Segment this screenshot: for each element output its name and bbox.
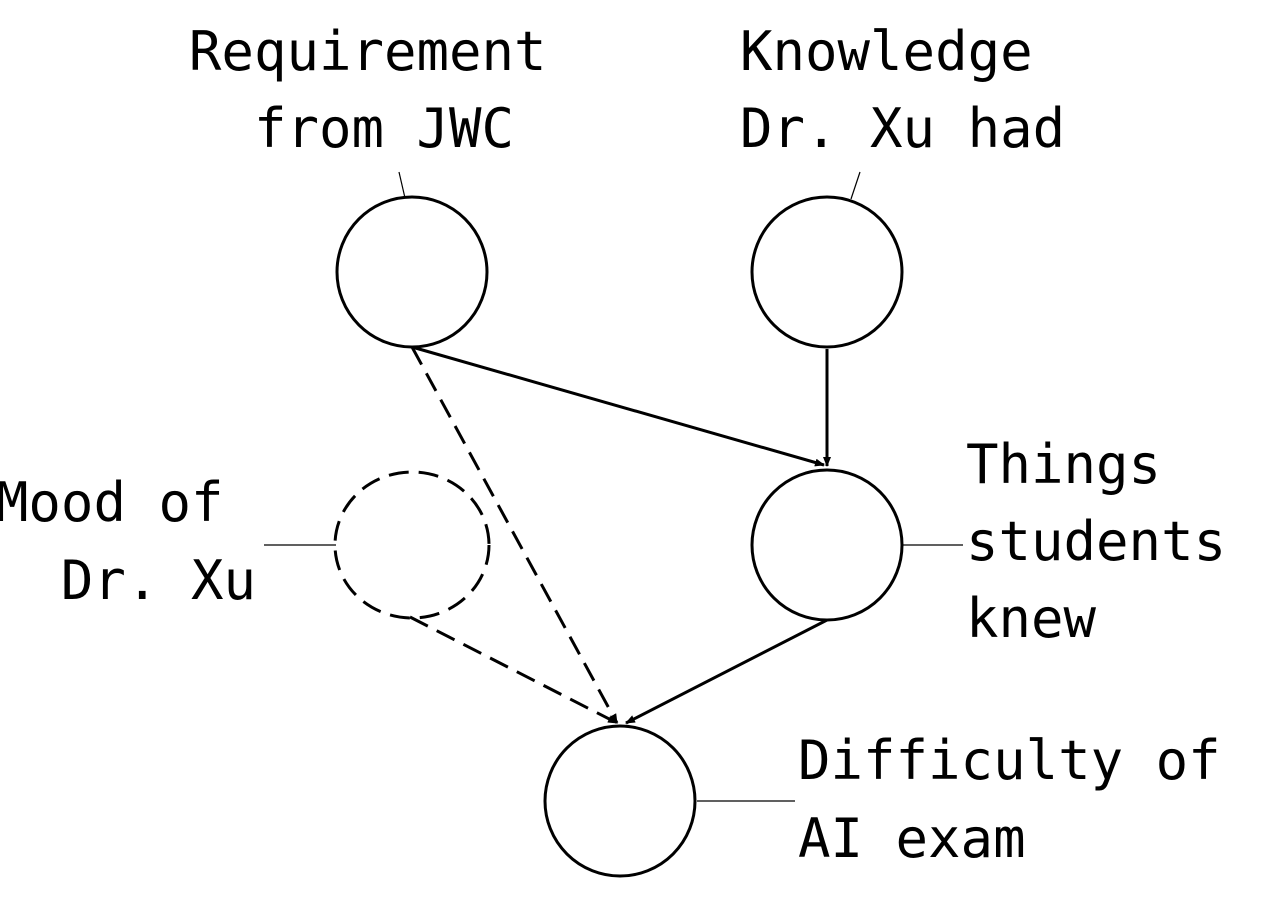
label-requirement: Requirement from JWC xyxy=(189,20,579,160)
label-mood-line-1: Mood of xyxy=(0,471,223,534)
node-things xyxy=(750,468,904,622)
label-requirement-line-1: Requirement xyxy=(189,20,547,83)
label-things: Things students knew xyxy=(966,433,1259,650)
node-mood xyxy=(333,470,491,620)
label-things-line-1: Things xyxy=(966,433,1161,496)
edge-requirement-to-things xyxy=(411,345,825,467)
node-requirement xyxy=(335,195,489,349)
label-knowledge: Knowledge Dr. Xu had xyxy=(740,20,1065,160)
requirement-leader-line xyxy=(398,171,406,199)
label-things-line-2: students xyxy=(966,510,1226,573)
label-mood-line-2: Dr. Xu xyxy=(61,549,256,612)
edge-things-to-difficulty xyxy=(625,617,830,725)
label-difficulty-line-1: Difficulty of xyxy=(798,729,1221,792)
label-difficulty: Difficulty of AI exam xyxy=(798,729,1253,870)
edge-mood-to-difficulty xyxy=(409,615,618,725)
edge-requirement-to-difficulty xyxy=(410,346,619,724)
node-knowledge xyxy=(750,195,904,349)
label-knowledge-line-1: Knowledge xyxy=(740,20,1033,83)
node-difficulty xyxy=(543,724,697,878)
label-difficulty-line-2: AI exam xyxy=(798,807,1026,870)
label-mood: Mood of Dr. Xu xyxy=(0,471,256,612)
label-things-line-3: knew xyxy=(966,587,1097,650)
label-requirement-line-2: from JWC xyxy=(254,97,514,160)
label-knowledge-line-2: Dr. Xu had xyxy=(740,97,1065,160)
knowledge-leader-line xyxy=(850,171,861,200)
